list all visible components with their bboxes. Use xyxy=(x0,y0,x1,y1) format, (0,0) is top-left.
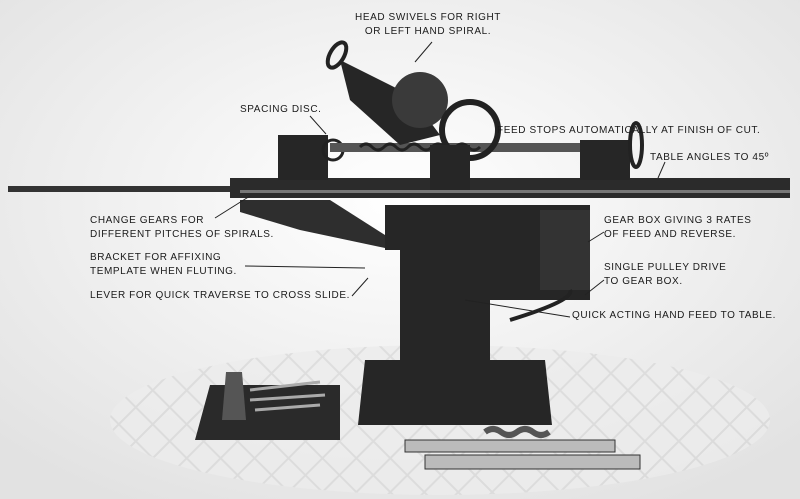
label-line: DIFFERENT PITCHES OF SPIRALS. xyxy=(90,229,274,240)
label-head-swivels: HEAD SWIVELS FOR RIGHT OR LEFT HAND SPIR… xyxy=(355,11,501,39)
label-feed-stops: FEED STOPS AUTOMATICALLY AT FINISH OF CU… xyxy=(497,125,761,136)
label-line: HEAD SWIVELS FOR RIGHT xyxy=(355,12,501,23)
label-line: TEMPLATE WHEN FLUTING. xyxy=(90,266,237,277)
label-line: BRACKET FOR AFFIXING xyxy=(90,252,222,263)
label-line: OF FEED AND REVERSE. xyxy=(604,229,737,240)
label-single-pulley: SINGLE PULLEY DRIVE TO GEAR BOX. xyxy=(604,261,726,289)
label-line: GEAR BOX GIVING 3 RATES xyxy=(604,215,752,226)
label-line: TO GEAR BOX. xyxy=(604,276,683,287)
label-change-gears: CHANGE GEARS FOR DIFFERENT PITCHES OF SP… xyxy=(90,214,274,242)
fluted-samples xyxy=(404,426,641,470)
leader-lines xyxy=(214,41,666,318)
swivel-head xyxy=(325,40,501,190)
label-lever: LEVER FOR QUICK TRAVERSE TO CROSS SLIDE. xyxy=(90,290,350,301)
label-line: SINGLE PULLEY DRIVE xyxy=(604,262,727,273)
machine-table xyxy=(8,178,790,248)
label-line: OR LEFT HAND SPIRAL. xyxy=(364,26,492,37)
machine-base xyxy=(358,205,590,425)
pulley-drive xyxy=(509,289,573,322)
label-bracket: BRACKET FOR AFFIXING TEMPLATE WHEN FLUTI… xyxy=(90,251,237,279)
label-spacing-disc: SPACING DISC. xyxy=(240,104,322,115)
tailstock xyxy=(580,121,644,180)
label-line: CHANGE GEARS FOR xyxy=(90,215,205,226)
tool-tray xyxy=(195,372,340,440)
label-gear-box: GEAR BOX GIVING 3 RATES OF FEED AND REVE… xyxy=(604,214,752,242)
label-quick-feed: QUICK ACTING HAND FEED TO TABLE. xyxy=(572,310,777,321)
label-table-angles: TABLE ANGLES TO 45º xyxy=(650,152,769,163)
